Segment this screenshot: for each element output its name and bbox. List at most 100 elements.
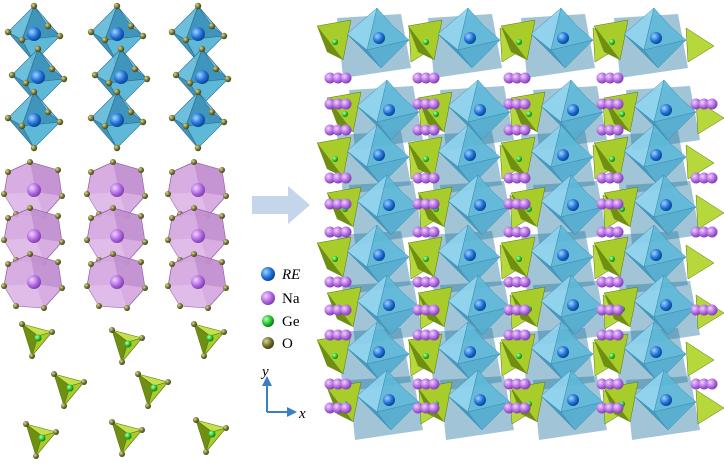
o-atom [223, 425, 229, 431]
na-atom [596, 276, 608, 288]
axis-indicator: y x [260, 364, 306, 422]
ge-atom [206, 334, 214, 342]
na-atom [612, 378, 624, 390]
o-atom [219, 259, 225, 265]
na-atom [27, 229, 41, 243]
legend-item-na: Na [261, 291, 300, 307]
na-atom [612, 329, 624, 341]
na-atom [706, 304, 718, 316]
re-atom [191, 113, 205, 127]
structure-unit [407, 124, 529, 186]
o-atom [139, 335, 145, 341]
left-panel [1, 2, 232, 459]
na-atom [519, 304, 531, 316]
ge-atom [208, 430, 216, 438]
re-atom [557, 249, 569, 261]
na-atom [706, 172, 718, 184]
re-atom [383, 299, 395, 311]
na-atom [503, 402, 515, 414]
na-atom [604, 329, 616, 341]
o-atom [127, 22, 135, 30]
na-atom [511, 378, 523, 390]
o-atom [56, 32, 64, 40]
na-atom [612, 276, 624, 288]
na-atom [604, 98, 616, 110]
o-atom [223, 239, 229, 245]
o-atom [142, 285, 148, 291]
o-atom [8, 71, 16, 79]
na-atom [596, 378, 608, 390]
na-atom [324, 226, 336, 238]
na-atom [604, 198, 616, 210]
ge-tetrahedron [695, 389, 724, 425]
re-atom [373, 346, 385, 358]
na-atom [340, 124, 352, 136]
na-atom [519, 124, 531, 136]
na-atom [428, 198, 440, 210]
na-atom [332, 226, 344, 238]
legend-label-o: O [282, 336, 293, 352]
o-atom [113, 144, 121, 152]
na-atom [596, 124, 608, 136]
re-atom [650, 149, 662, 161]
na-atom [27, 183, 41, 197]
na-atom [332, 329, 344, 341]
na-atom [324, 72, 336, 84]
na-atom [340, 304, 352, 316]
re-atom [557, 149, 569, 161]
na-atom [110, 183, 124, 197]
na-atom [420, 276, 432, 288]
na-atom [503, 378, 515, 390]
re-octahedron [168, 88, 228, 152]
na-atom [519, 378, 531, 390]
structure-unit [593, 124, 715, 186]
na-atom [191, 229, 205, 243]
na-atom [332, 276, 344, 288]
re-atom [660, 394, 672, 406]
na-atom [191, 275, 205, 289]
na-atom [420, 72, 432, 84]
re-atom [567, 199, 579, 211]
o-atom [61, 403, 67, 409]
na-atom [612, 172, 624, 184]
na-atom [332, 72, 344, 84]
o-atom [138, 167, 144, 173]
na-atom [503, 276, 515, 288]
structure-unit [326, 369, 448, 431]
o-atom [145, 403, 151, 409]
na-atom [420, 98, 432, 110]
o-atom [105, 79, 113, 87]
na-atom [690, 226, 702, 238]
o-atom [41, 305, 47, 311]
o-atom [34, 45, 42, 53]
na-atom [519, 72, 531, 84]
o-atom [81, 379, 87, 385]
ge-atom [526, 111, 532, 117]
o-atom [194, 144, 202, 152]
legend-label-re: RE [281, 267, 300, 283]
na-atom [332, 402, 344, 414]
na-atom [420, 226, 432, 238]
o-atom [224, 75, 232, 83]
na-atom [511, 172, 523, 184]
o-atom [30, 144, 38, 152]
re-atom [660, 199, 672, 211]
element-legend: RE Na Ge O [261, 267, 300, 352]
o-atom [191, 321, 197, 327]
o-atom [191, 205, 197, 211]
ge-tetrahedron [685, 144, 715, 180]
na-atom [332, 378, 344, 390]
o-atom [59, 239, 65, 245]
o-atom [191, 251, 197, 257]
o-atom [220, 32, 228, 40]
na-atom [503, 98, 515, 110]
legend-item-o: O [262, 336, 293, 352]
na-atom [698, 226, 710, 238]
na-atom [604, 276, 616, 288]
na-atom [428, 402, 440, 414]
x-arrowhead-icon [287, 407, 297, 417]
na-atom [698, 98, 710, 110]
o-atom [143, 75, 151, 83]
na-atom [612, 226, 624, 238]
o-atom-icon [262, 337, 274, 349]
